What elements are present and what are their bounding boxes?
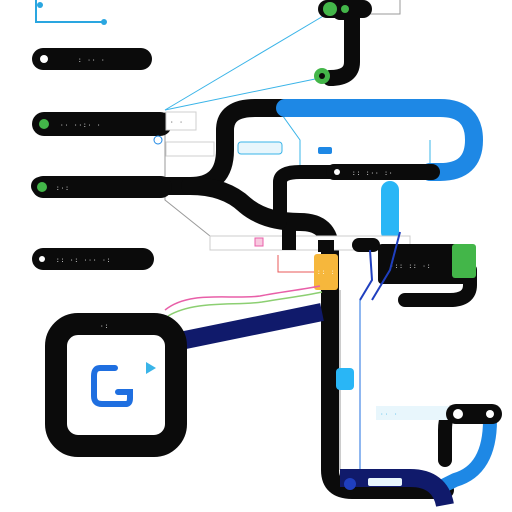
center-node: · ·	[153, 111, 215, 157]
mid-toggle[interactable]	[314, 68, 330, 84]
junction-pink	[254, 237, 264, 247]
bottom-right-bar[interactable]: ·· ·	[376, 404, 502, 424]
pill-c-dot	[37, 182, 47, 192]
pill-d[interactable]: :: ·: ··· ·:	[32, 248, 154, 270]
top-toggle-dot-inner	[341, 5, 349, 13]
block-a-green	[452, 244, 476, 278]
cyan-chip[interactable]	[237, 141, 332, 155]
center-node-dot	[153, 135, 163, 145]
blue-chip	[318, 147, 332, 154]
junction-pill[interactable]	[352, 238, 380, 252]
pill-c-label: :·:	[56, 185, 70, 192]
app-logo-icon	[91, 365, 133, 407]
pipe-lower-right	[398, 263, 477, 307]
pink-wire	[164, 285, 321, 311]
block-a-label: ·:: :: ·:	[390, 263, 432, 270]
bottom-node-bar	[368, 478, 402, 486]
block-b-label: :: :	[317, 269, 335, 276]
top-bar[interactable]: :: :·· :·	[326, 164, 440, 180]
pill-d-dot	[39, 256, 45, 262]
pipe-mid	[181, 177, 454, 499]
pill-a-label: : ·· ·	[78, 57, 106, 64]
pill-a-dot	[40, 55, 48, 63]
orange-block[interactable]: :: :	[314, 254, 338, 290]
green-wire	[167, 291, 323, 317]
navy-bottom	[340, 469, 454, 508]
bottom-right-pill	[446, 404, 502, 424]
icon-panel[interactable]: ·:	[45, 313, 187, 457]
mid-cyan-chip[interactable]	[336, 368, 354, 390]
junction-band	[209, 228, 411, 252]
pipe-top-right	[322, 4, 360, 86]
connector-line	[164, 11, 331, 111]
connector-node	[101, 19, 107, 25]
top-bar-dot	[334, 169, 340, 175]
black-pipes	[31, 4, 477, 499]
arrow-right-icon	[146, 362, 156, 374]
pill-c[interactable]: :·:	[32, 176, 172, 198]
junction-chip	[318, 240, 334, 252]
pill-b[interactable]: ·· ··:· ·	[32, 112, 172, 136]
connector-line	[35, 0, 104, 23]
bottom-right-dot	[453, 409, 463, 419]
navy-thin	[359, 249, 374, 301]
connector-line	[164, 112, 211, 237]
pipe-side	[273, 165, 447, 229]
connector-line	[164, 77, 321, 111]
mid-toggle-ring	[319, 73, 325, 79]
pill-a[interactable]: : ·· ·	[32, 48, 152, 70]
navy-band	[183, 303, 454, 508]
icon-panel-label: ·:	[100, 323, 109, 330]
squiggle-wires	[164, 231, 401, 317]
bottom-right-dot-2	[486, 410, 494, 418]
connector-node	[37, 2, 43, 8]
top-toggle-dot	[323, 2, 337, 16]
junction-block	[282, 228, 296, 250]
bottom-bar-label: ·· ·	[380, 411, 398, 418]
top-toggle[interactable]	[318, 0, 372, 18]
navy-thin-2	[371, 231, 401, 301]
pipe-blue-top	[276, 99, 483, 181]
block-a[interactable]: ·:: :: ·:	[378, 244, 476, 284]
connector-line	[279, 111, 301, 165]
connector-line	[277, 255, 330, 273]
bottom-node[interactable]	[344, 478, 402, 490]
navy-diagonal	[183, 303, 324, 349]
top-bar-label: :: :·· :·	[352, 170, 394, 177]
center-top-label: · ·	[170, 119, 184, 126]
pill-d-label: :: ·: ··· ·:	[56, 257, 111, 264]
pill-b-dot	[39, 119, 49, 129]
pill-b-label: ·· ··:· ·	[60, 122, 102, 129]
